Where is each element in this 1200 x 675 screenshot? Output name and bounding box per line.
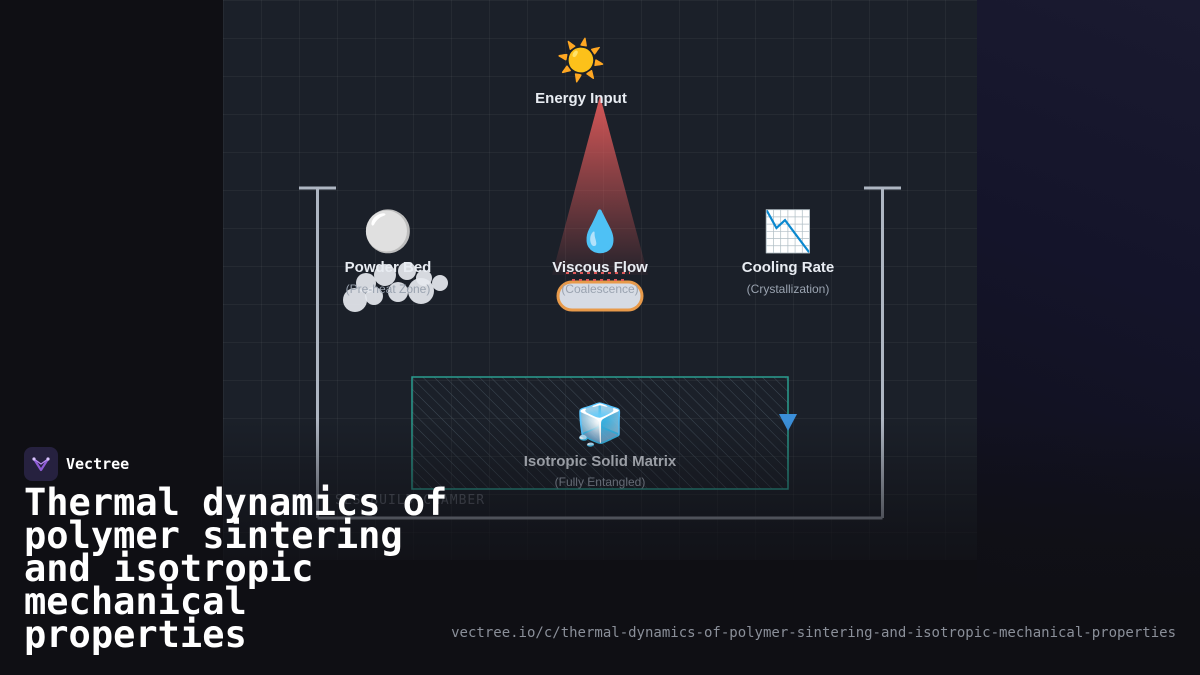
energy-input-label: Energy Input bbox=[535, 90, 627, 107]
viscous-flow-sublabel: (Coalescence) bbox=[561, 282, 639, 296]
melt-pool bbox=[556, 280, 644, 312]
page-title: Thermal dynamics of polymer sintering an… bbox=[24, 481, 448, 656]
vectree-logo-icon bbox=[24, 447, 58, 481]
source-url[interactable]: vectree.io/c/thermal-dynamics-of-polymer… bbox=[451, 625, 1176, 641]
heat-sparks bbox=[566, 272, 630, 281]
droplet-icon: 💧 bbox=[575, 210, 625, 254]
brand: Vectree bbox=[24, 447, 129, 481]
viscous-flow-label: Viscous Flow bbox=[552, 259, 648, 276]
laser-beam bbox=[552, 96, 648, 275]
brand-name: Vectree bbox=[66, 455, 130, 473]
ice-cube-icon: 🧊 bbox=[575, 403, 625, 447]
chart-decreasing-icon: 📉 bbox=[763, 210, 813, 254]
powder-bed-label: Powder Bed bbox=[344, 259, 432, 276]
cooling-rate-sublabel: (Crystallization) bbox=[746, 282, 830, 296]
solid-matrix-sublabel: (Fully Entangled) bbox=[554, 475, 646, 489]
white-circle-icon: ⚪ bbox=[363, 210, 413, 254]
powder-particles bbox=[343, 262, 448, 312]
cooling-rate-label: Cooling Rate bbox=[741, 259, 835, 276]
powder-bed-sublabel: (Pre-heat Zone) bbox=[345, 282, 431, 296]
sun-icon: ☀️ bbox=[556, 39, 606, 83]
solid-matrix-label: Isotropic Solid Matrix bbox=[523, 453, 677, 470]
